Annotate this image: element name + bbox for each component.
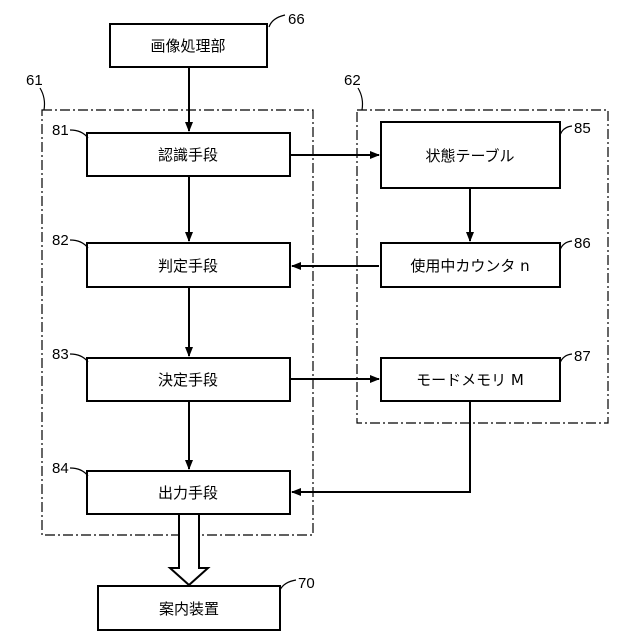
- svg-text:使用中カウンタ n: 使用中カウンタ n: [410, 257, 529, 275]
- ref-70: 70: [280, 575, 315, 592]
- ref-83: 83: [52, 346, 88, 363]
- svg-text:出力手段: 出力手段: [158, 484, 218, 502]
- svg-text:決定手段: 決定手段: [158, 371, 218, 389]
- group-ref-left: 61: [26, 72, 45, 110]
- node-mode-memory: モードメモリ M: [381, 358, 560, 401]
- svg-text:認識手段: 認識手段: [158, 146, 218, 164]
- node-state-table: 状態テーブル: [381, 122, 560, 188]
- svg-text:状態テーブル: 状態テーブル: [425, 147, 514, 165]
- group-ref-right: 62: [344, 72, 363, 110]
- svg-text:モードメモリ M: モードメモリ M: [416, 371, 524, 389]
- svg-text:70: 70: [298, 575, 315, 592]
- node-judgment: 判定手段: [87, 243, 290, 287]
- node-decision: 決定手段: [87, 358, 290, 401]
- ref-87: 87: [560, 348, 591, 365]
- ref-81: 81: [52, 122, 88, 139]
- svg-text:86: 86: [574, 235, 591, 252]
- ref-82: 82: [52, 232, 88, 249]
- ref-85: 85: [560, 120, 591, 137]
- output-to-guidance-hollow-arrow: [170, 514, 208, 585]
- svg-text:画像処理部: 画像処理部: [150, 37, 225, 55]
- node-guidance-device: 案内装置: [98, 586, 280, 630]
- arrow-mode-memory-to-output: [292, 401, 470, 492]
- node-recognition: 認識手段: [87, 133, 290, 176]
- ref-86: 86: [560, 235, 591, 252]
- svg-text:82: 82: [52, 232, 69, 249]
- svg-text:85: 85: [574, 120, 591, 137]
- ref-66: 66: [269, 11, 305, 28]
- svg-text:判定手段: 判定手段: [158, 257, 218, 275]
- ref-84: 84: [52, 460, 88, 477]
- svg-text:83: 83: [52, 346, 69, 363]
- node-image-processing: 画像処理部: [110, 24, 267, 67]
- svg-text:66: 66: [288, 11, 305, 28]
- svg-text:87: 87: [574, 348, 591, 365]
- svg-text:案内装置: 案内装置: [159, 600, 219, 618]
- svg-text:61: 61: [26, 72, 43, 89]
- svg-text:84: 84: [52, 460, 69, 477]
- node-usage-counter: 使用中カウンタ n: [381, 243, 560, 287]
- node-output: 出力手段: [87, 471, 290, 514]
- svg-text:81: 81: [52, 122, 69, 139]
- svg-text:62: 62: [344, 72, 361, 89]
